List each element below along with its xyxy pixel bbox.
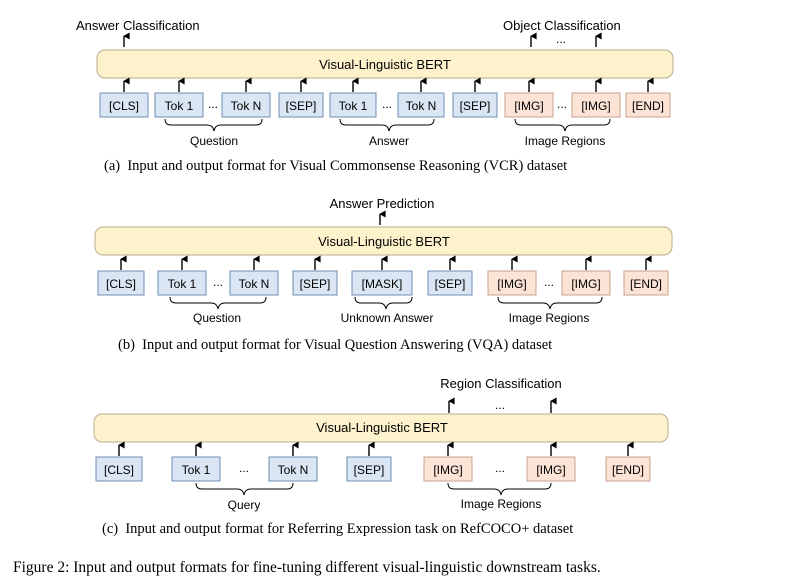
token-ellipsis: ... <box>544 275 554 289</box>
token-img <box>571 92 621 118</box>
group-label-image-regions: Image Regions <box>525 134 606 148</box>
bert-block <box>93 413 669 443</box>
token-cls <box>97 270 145 296</box>
brace-image-regions <box>497 296 603 310</box>
token-cls-label: [CLS] <box>106 277 136 291</box>
token-ellipsis: ... <box>382 97 392 111</box>
token-ellipsis: ... <box>239 461 249 475</box>
input-arrows-a <box>123 77 654 92</box>
brace-image-regions <box>514 118 611 132</box>
group-label-image-regions: Image Regions <box>509 311 590 325</box>
panel-a: Answer Classification Object Classificat… <box>76 18 674 174</box>
token-answer-tok1 <box>329 92 377 118</box>
token-sep <box>292 270 338 296</box>
figure-caption: Figure 2: Input and output formats for f… <box>13 559 601 576</box>
token-query-tokn-label: Tok N <box>278 463 309 477</box>
token-img <box>487 270 537 296</box>
token-question-tokn <box>229 270 279 296</box>
token-cls <box>95 456 143 482</box>
brace-image-regions <box>447 482 552 496</box>
token-cls-label: [CLS] <box>104 463 134 477</box>
token-answer-tok1-label: Tok 1 <box>339 99 368 113</box>
token-question-tokn <box>221 92 271 118</box>
token-query-tok1-label: Tok 1 <box>182 463 211 477</box>
token-img <box>561 270 611 296</box>
token-sep <box>427 270 473 296</box>
answer-classification-label: Answer Classification <box>76 18 200 33</box>
token-question-tok1 <box>157 270 207 296</box>
brace-question <box>164 118 263 132</box>
caption-c: (c) Input and output format for Referrin… <box>102 521 573 537</box>
group-label-unknown-answer: Unknown Answer <box>341 311 434 325</box>
token-end-label: [END] <box>630 277 662 291</box>
panel-c: Region Classification ... Visual-Linguis… <box>93 376 669 537</box>
brace-unknown-answer <box>354 296 413 310</box>
bert-label: Visual-Linguistic BERT <box>318 234 450 249</box>
group-label-question: Question <box>193 311 241 325</box>
token-sep <box>346 456 392 482</box>
token-cls-label: [CLS] <box>109 99 139 113</box>
token-ellipsis: ... <box>208 97 218 111</box>
caption-b: (b) Input and output format for Visual Q… <box>118 337 552 353</box>
token-img-label: [IMG] <box>571 277 600 291</box>
token-img-label: [IMG] <box>433 463 462 477</box>
group-label-question: Question <box>190 134 238 148</box>
token-img-label: [IMG] <box>497 277 526 291</box>
answer-prediction-label: Answer Prediction <box>330 196 435 211</box>
input-arrows-b <box>120 255 652 270</box>
caption-a: (a) Input and output format for Visual C… <box>104 158 567 174</box>
bert-block <box>96 49 674 79</box>
region-classification-label: Region Classification <box>440 376 561 391</box>
token-sep-label: [SEP] <box>435 277 466 291</box>
token-ellipsis: ... <box>213 275 223 289</box>
token-sep-label: [SEP] <box>286 99 317 113</box>
brace-answer <box>339 118 435 132</box>
group-label-answer: Answer <box>369 134 409 148</box>
token-question-tok1-label: Tok 1 <box>165 99 194 113</box>
token-query-tok1 <box>171 456 221 482</box>
token-img <box>423 456 473 482</box>
token-answer-tokn-label: Tok N <box>406 99 437 113</box>
output-ellipsis-a: ... <box>556 32 566 46</box>
token-mask <box>351 270 413 296</box>
token-end <box>623 270 669 296</box>
token-cls <box>99 92 149 118</box>
group-label-image-regions: Image Regions <box>461 497 542 511</box>
input-arrows-c <box>118 441 634 456</box>
bert-label: Visual-Linguistic BERT <box>316 420 448 435</box>
token-sep <box>278 92 324 118</box>
token-img-label: [IMG] <box>514 99 543 113</box>
token-query-tokn <box>268 456 318 482</box>
output-ellipsis-c: ... <box>495 398 505 412</box>
token-ellipsis: ... <box>557 97 567 111</box>
brace-question <box>169 296 267 310</box>
token-end <box>625 92 671 118</box>
token-ellipsis: ... <box>495 461 505 475</box>
token-sep <box>452 92 498 118</box>
token-end <box>605 456 651 482</box>
bert-label: Visual-Linguistic BERT <box>319 57 451 72</box>
token-img <box>504 92 554 118</box>
object-classification-label: Object Classification <box>503 18 621 33</box>
token-sep-label: [SEP] <box>354 463 385 477</box>
token-answer-tokn <box>397 92 445 118</box>
token-question-tokn-label: Tok N <box>239 277 270 291</box>
token-question-tok1 <box>154 92 204 118</box>
group-label-query: Query <box>228 498 261 512</box>
token-question-tok1-label: Tok 1 <box>168 277 197 291</box>
token-sep-label: [SEP] <box>460 99 491 113</box>
token-img <box>526 456 576 482</box>
brace-query <box>195 482 294 496</box>
token-sep-label: [SEP] <box>300 277 331 291</box>
panel-b: Answer Prediction Visual-Linguistic BERT… <box>94 196 673 353</box>
bert-block <box>94 226 673 256</box>
token-end-label: [END] <box>632 99 664 113</box>
token-img-label: [IMG] <box>581 99 610 113</box>
token-mask-label: [MASK] <box>362 277 403 291</box>
token-img-label: [IMG] <box>536 463 565 477</box>
token-end-label: [END] <box>612 463 644 477</box>
token-question-tokn-label: Tok N <box>231 99 262 113</box>
